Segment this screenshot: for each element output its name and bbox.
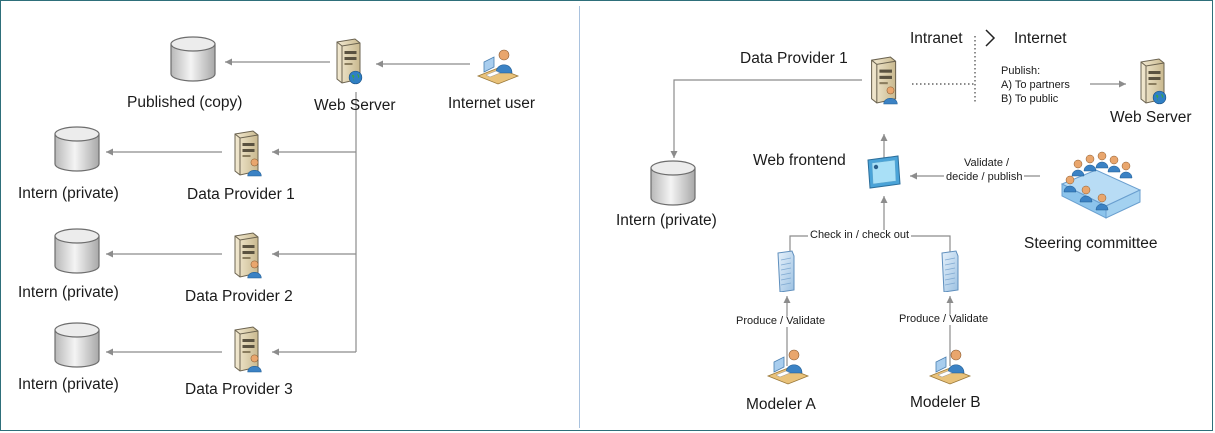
label-modeler-b: Modeler B bbox=[910, 394, 981, 411]
user-icon bbox=[477, 49, 519, 85]
label-web-server: Web Server bbox=[314, 97, 396, 114]
database-icon bbox=[54, 322, 100, 368]
database-icon bbox=[650, 160, 696, 206]
label-intern-1: Intern (private) bbox=[18, 185, 119, 202]
document-icon bbox=[941, 250, 959, 292]
boundary-chevron-icon bbox=[985, 29, 996, 47]
document-icon bbox=[777, 250, 795, 292]
left-edges bbox=[106, 58, 470, 356]
label-data-provider-1: Data Provider 1 bbox=[187, 186, 295, 203]
edge-dp1-intern bbox=[670, 79, 862, 158]
server-icon bbox=[336, 38, 363, 85]
label-data-provider-3: Data Provider 3 bbox=[185, 381, 293, 398]
label-internet-user: Internet user bbox=[448, 95, 536, 112]
database-icon bbox=[54, 126, 100, 172]
label-validate-line1: Validate / bbox=[962, 157, 1012, 169]
label-publish-b: B) To public bbox=[999, 93, 1061, 105]
label-web-server: Web Server bbox=[1110, 109, 1192, 126]
user-icon bbox=[767, 349, 809, 385]
label-intern-3: Intern (private) bbox=[18, 376, 119, 393]
database-icon bbox=[54, 228, 100, 274]
label-intern: Intern (private) bbox=[616, 212, 717, 229]
label-internet: Internet bbox=[1014, 30, 1067, 47]
label-check-in-out: Check in / check out bbox=[808, 229, 912, 241]
label-intranet: Intranet bbox=[910, 30, 963, 47]
server-icon bbox=[234, 326, 262, 373]
web-frontend-icon bbox=[867, 155, 901, 189]
panel-divider bbox=[579, 6, 580, 428]
committee-icon bbox=[1061, 151, 1141, 219]
server-icon bbox=[871, 56, 898, 105]
server-icon bbox=[234, 130, 262, 177]
server-icon bbox=[234, 232, 262, 279]
label-produce-validate-b: Produce / Validate bbox=[897, 313, 991, 325]
label-published-copy: Published (copy) bbox=[127, 94, 243, 111]
label-data-provider-2: Data Provider 2 bbox=[185, 288, 293, 305]
database-icon bbox=[170, 36, 216, 82]
label-produce-validate-a: Produce / Validate bbox=[734, 315, 828, 327]
label-publish-a: A) To partners bbox=[999, 79, 1072, 91]
label-validate-line2: decide / publish bbox=[944, 171, 1025, 183]
label-modeler-a: Modeler A bbox=[746, 396, 816, 413]
server-icon bbox=[1140, 58, 1167, 105]
label-web-frontend: Web frontend bbox=[753, 152, 846, 169]
label-intern-2: Intern (private) bbox=[18, 284, 119, 301]
label-data-provider-1: Data Provider 1 bbox=[740, 50, 848, 67]
label-steering-committee: Steering committee bbox=[1024, 235, 1158, 252]
label-publish-title: Publish: bbox=[999, 65, 1043, 77]
